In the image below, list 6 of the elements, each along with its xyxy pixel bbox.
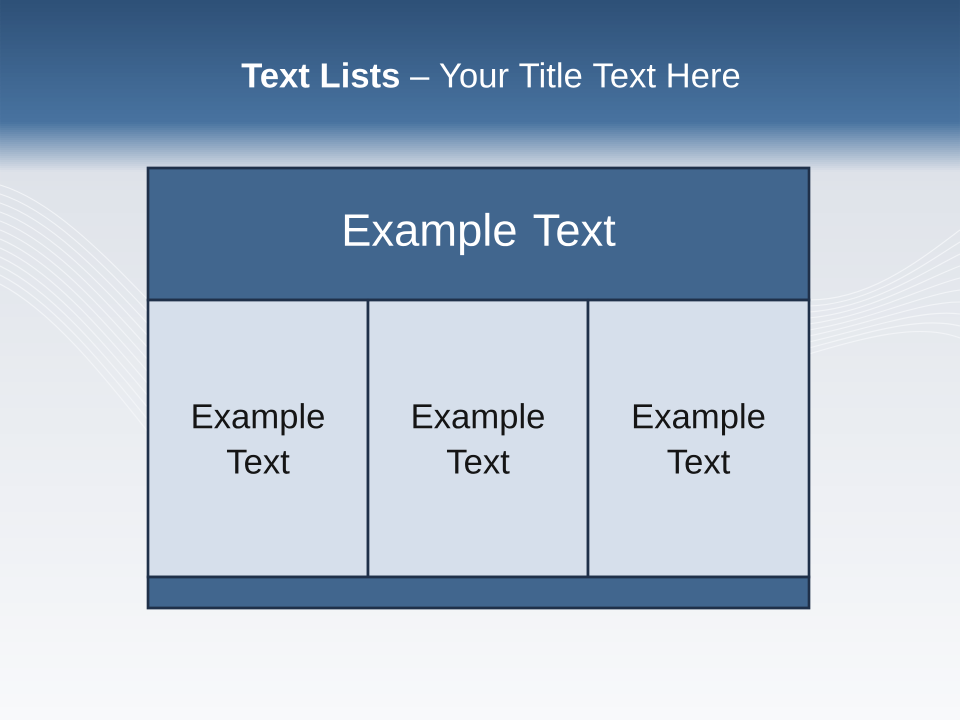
text-cell: Example Text (586, 298, 810, 578)
footer-bar (146, 576, 810, 610)
header-band: Example Text (146, 166, 810, 302)
text-cell: Example Text (366, 298, 590, 578)
text-cell: Example Text (146, 298, 370, 578)
slide-title: Text Lists – Your Title Text Here (242, 62, 740, 88)
